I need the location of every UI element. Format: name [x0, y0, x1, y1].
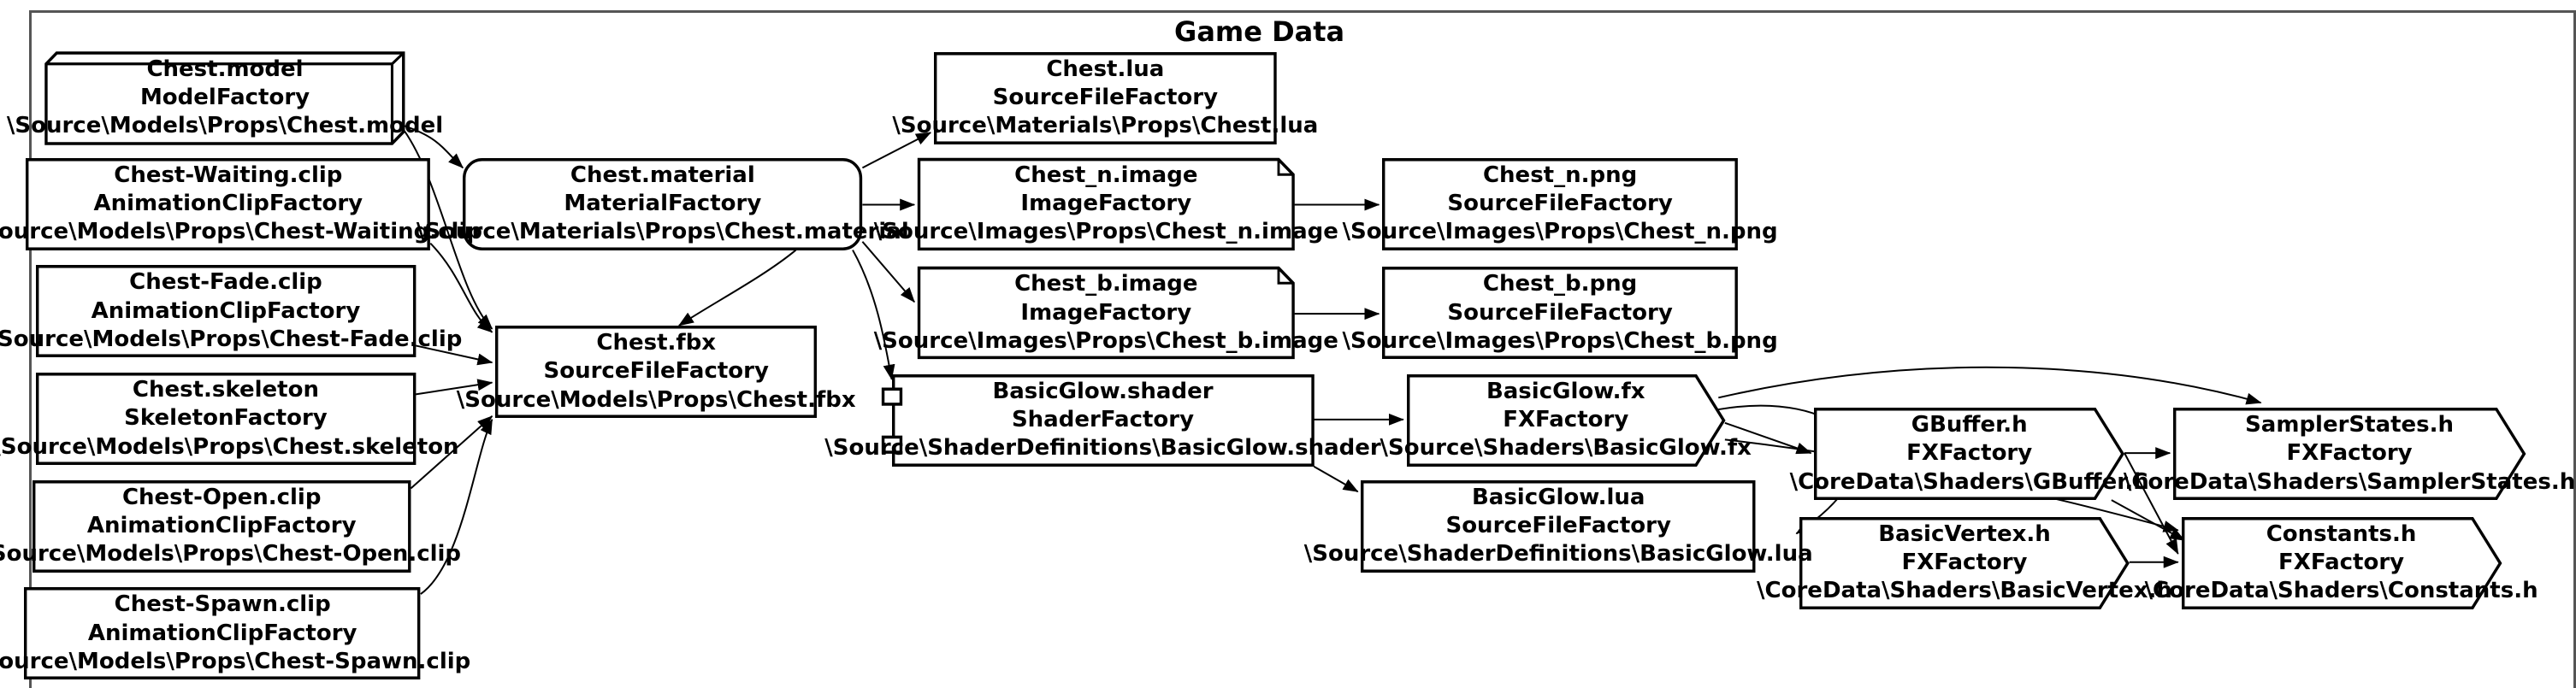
- group-frame-game-data: [29, 9, 2576, 688]
- group-label-game-data: Game Data: [1174, 15, 1345, 48]
